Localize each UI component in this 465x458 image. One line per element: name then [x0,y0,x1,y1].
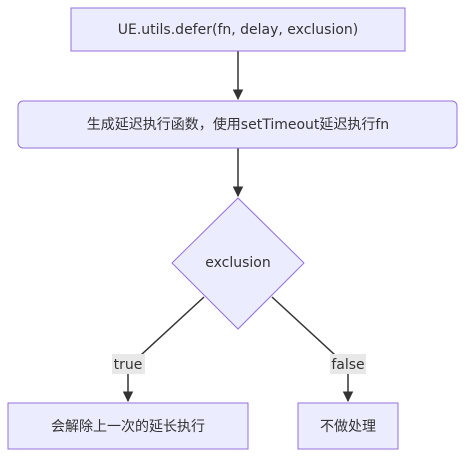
edge-label-true: true [112,354,145,374]
node-create-delay-text: 生成延迟执行函数，使用setTimeout延迟执行fn [87,116,389,133]
node-exclusion-decision: exclusion [171,197,305,330]
node-defer-call: UE.utils.defer(fn, delay, exclusion) [70,7,406,52]
node-exclusion-decision-text: exclusion [205,255,271,271]
node-defer-call-text: UE.utils.defer(fn, delay, exclusion) [118,22,359,38]
node-cancel-previous-text: 会解除上一次的延长执行 [51,419,205,435]
node-cancel-previous: 会解除上一次的延长执行 [7,402,249,450]
node-no-action: 不做处理 [297,402,399,450]
edge-label-false-text: false [331,357,364,373]
node-create-delay: 生成延迟执行函数，使用setTimeout延迟执行fn [17,100,458,149]
edge-decision-to-cancel [122,296,205,403]
edge-label-true-text: true [114,357,143,373]
edge-label-false: false [330,354,366,374]
node-no-action-text: 不做处理 [320,419,376,435]
edge-decision-to-noop [271,296,354,403]
